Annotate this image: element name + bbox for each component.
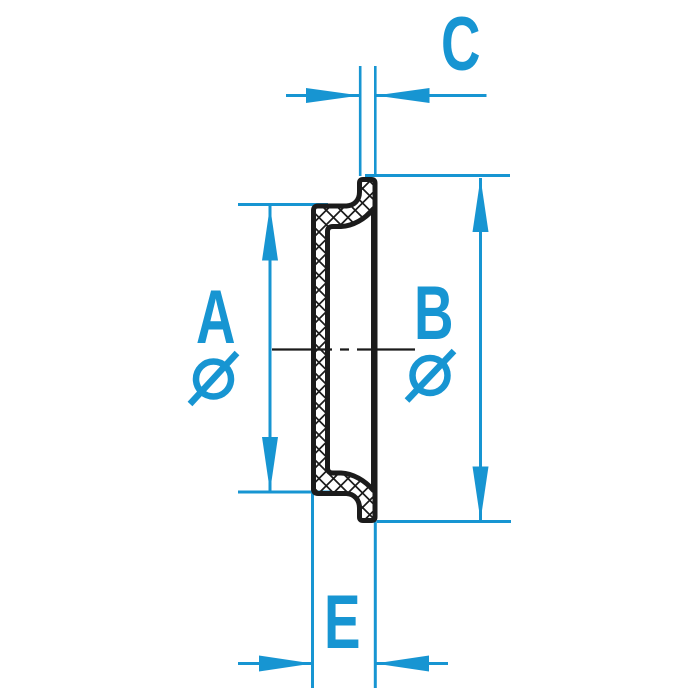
- arrowhead-right-icon: [306, 88, 360, 103]
- dim-c-label: C: [441, 2, 481, 87]
- arrowhead-left-icon: [375, 88, 430, 103]
- arrowhead-right-icon: [259, 655, 313, 672]
- dim-a-label: A: [196, 275, 236, 360]
- dimension-b: [365, 174, 511, 523]
- dim-b-label-group: B: [414, 271, 454, 356]
- dim-a-label-group: A: [196, 275, 236, 360]
- arrowhead-down-icon: [472, 466, 489, 521]
- dimension-a: [238, 203, 331, 494]
- diameter-icon-a: [187, 350, 240, 407]
- dim-e-label: E: [324, 580, 361, 665]
- diameter-icon-b: [404, 348, 457, 403]
- dimension-e: [238, 477, 448, 688]
- dimension-c: [286, 66, 487, 176]
- arrowhead-up-icon: [262, 206, 278, 261]
- dim-e-label-group: E: [324, 580, 361, 665]
- cap-profile: [311, 177, 378, 523]
- part-cross-section: [272, 177, 415, 523]
- arrowhead-down-icon: [262, 437, 278, 492]
- arrowhead-left-icon: [375, 655, 429, 672]
- dim-c-label-group: C: [441, 2, 481, 87]
- arrowhead-up-icon: [472, 178, 489, 232]
- dim-b-label: B: [414, 271, 454, 356]
